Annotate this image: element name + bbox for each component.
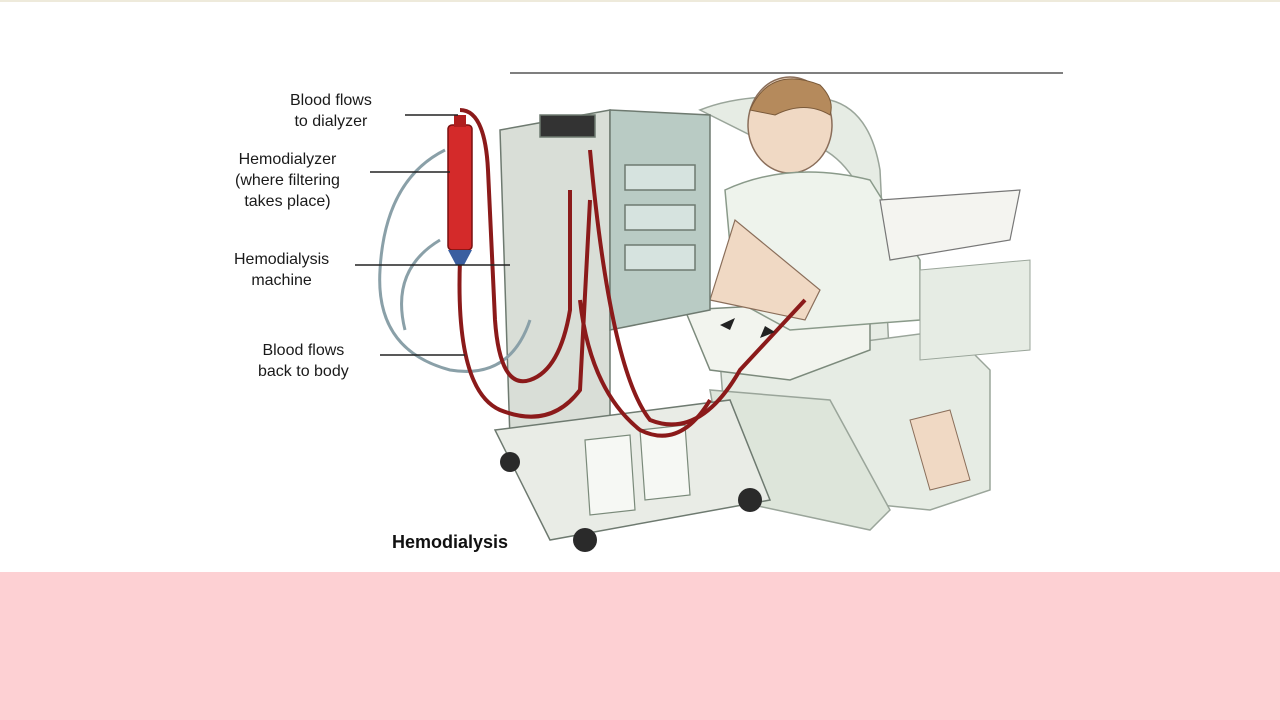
hemodialyzer-drawing	[447, 115, 473, 265]
flow-arrows	[720, 318, 775, 338]
label-line: to dialyzer	[294, 113, 368, 130]
label-line: Hemodialyzer	[238, 151, 337, 168]
label-line: back to body	[258, 363, 349, 380]
blood-tubing	[457, 108, 807, 438]
label-hemodialyzer: Hemodialyzer (where filtering takes plac…	[235, 149, 340, 212]
label-line: (where filtering	[235, 172, 340, 189]
label-line: takes place)	[244, 193, 331, 210]
label-line: Blood flows	[290, 92, 372, 109]
figure-caption: Hemodialysis	[392, 532, 509, 552]
illustration-drawing	[355, 72, 1063, 552]
label-blood-flows-to-dialyzer: Blood flows to dialyzer	[290, 90, 372, 132]
machine-wheels	[500, 452, 762, 552]
dialysate-tubing	[378, 148, 532, 373]
patient-drawing	[709, 76, 1031, 491]
top-rule	[0, 0, 1280, 2]
slide-footer-band	[0, 572, 1280, 720]
label-line: machine	[251, 272, 312, 289]
label-line: Hemodialysis	[234, 251, 330, 268]
label-hemodialysis-machine: Hemodialysis machine	[234, 249, 329, 291]
hemodialysis-illustration: Blood flows to dialyzer Hemodialyzer (wh…	[230, 70, 1070, 570]
label-line: Blood flows	[262, 342, 345, 359]
label-blood-flows-back-to-body: Blood flows back to body	[258, 340, 349, 382]
leader-lines	[355, 114, 510, 356]
dialysate-jugs	[584, 424, 691, 516]
